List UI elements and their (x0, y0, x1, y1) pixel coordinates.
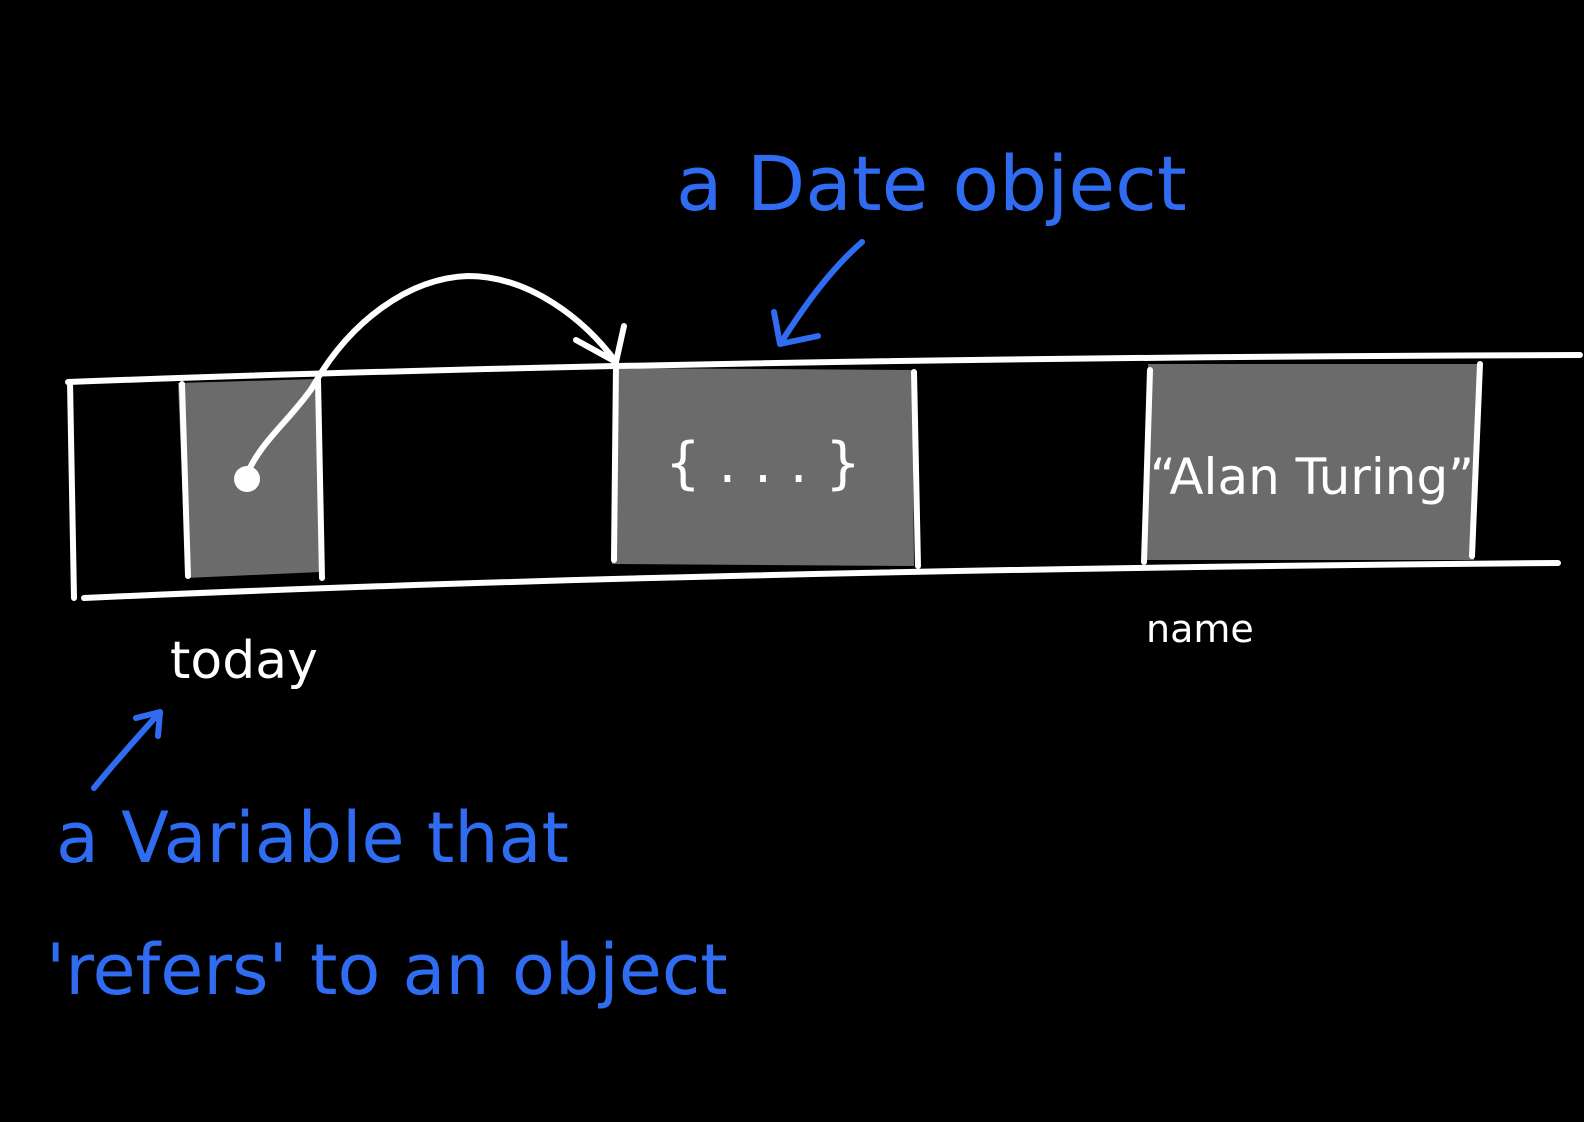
date-object-cell-fill (612, 368, 914, 566)
string-cell-fill (1142, 364, 1478, 560)
string-value-text: “Alan Turing” (1150, 448, 1474, 506)
cell-divider (179, 381, 191, 579)
strip-left-edge (67, 379, 77, 601)
reference-arrow-shaft (244, 273, 619, 477)
variable-annotation-line-1: a Variable that (56, 797, 569, 879)
date-object-pointer-arrow (771, 239, 865, 347)
reference-arrow-head (573, 323, 627, 365)
cell-divider (1469, 361, 1483, 559)
memory-strip (65, 352, 1583, 601)
cell-divider (315, 377, 325, 581)
cell-divider (1141, 367, 1153, 565)
variable-name-today: today (170, 631, 318, 691)
reference-dot (234, 466, 260, 492)
variable-pointer-arrow (91, 709, 163, 791)
variable-name-name: name (1146, 607, 1254, 651)
strip-top-line (65, 352, 1583, 385)
cell-divider (911, 369, 921, 569)
object-contents-text: { . . . } (665, 431, 861, 496)
variable-annotation-line-2: 'refers' to an object (46, 929, 728, 1011)
date-object-annotation: a Date object (676, 139, 1187, 228)
cell-divider (611, 361, 619, 563)
strip-bottom-line (81, 560, 1561, 601)
